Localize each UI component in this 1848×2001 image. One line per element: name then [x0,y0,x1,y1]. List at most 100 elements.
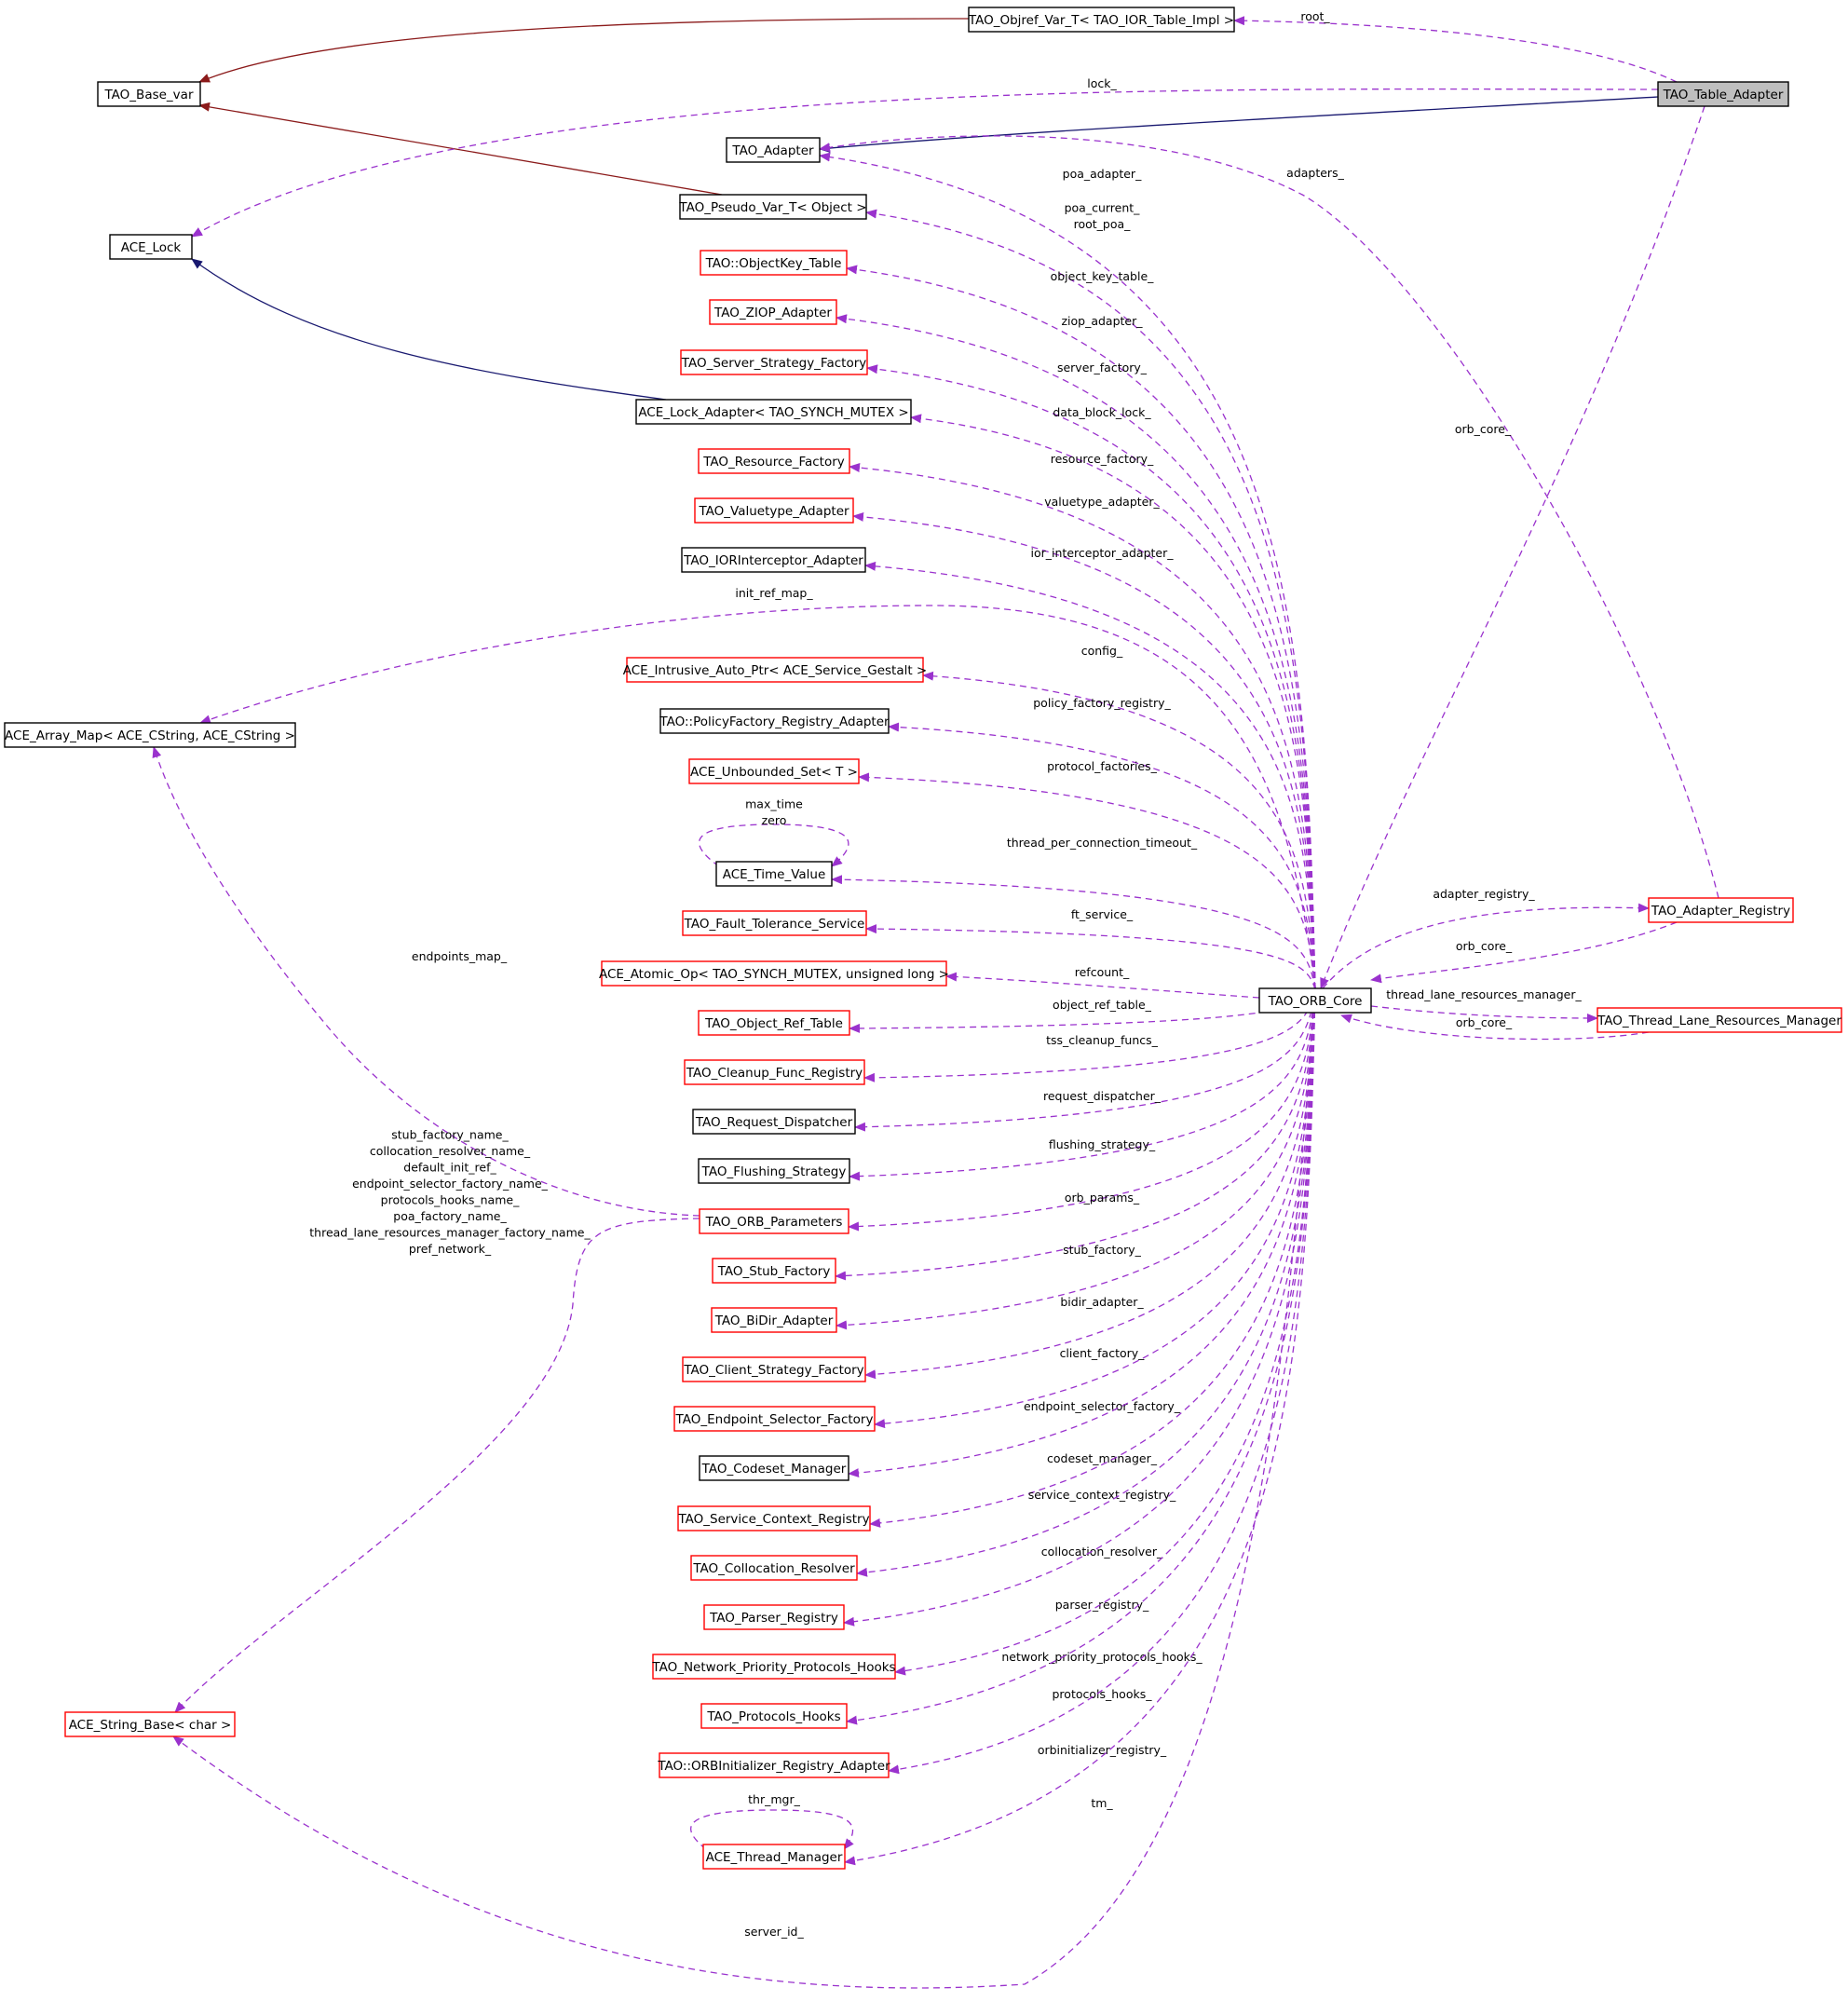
edge-orb-core-to-valuetype-adapter [852,511,1316,990]
edge-orb-core-to-server-strategy-factory [866,364,1316,990]
class-node-objectkey-table[interactable]: TAO::ObjectKey_Table [700,250,848,276]
class-label: TAO_Thread_Lane_Resources_Manager [1597,1014,1841,1028]
class-box [1597,1007,1842,1033]
class-node-service-context-registry[interactable]: TAO_Service_Context_Registry [677,1505,871,1531]
class-label: TAO_ZIOP_Adapter [713,306,832,320]
class-node-policyfactory-registry[interactable]: TAO::PolicyFactory_Registry_Adapter [659,708,890,734]
class-node-intrusive-auto-ptr[interactable]: ACE_Intrusive_Auto_Ptr< ACE_Service_Gest… [623,657,928,683]
edge-label: request_dispatcher_ [1043,1089,1162,1103]
class-node-endpoint-selector-factory[interactable]: TAO_Endpoint_Selector_Factory [673,1406,876,1432]
class-node-orbinitializer-registry[interactable]: TAO::ORBInitializer_Registry_Adapter [657,1752,890,1778]
class-node-ziop-adapter[interactable]: TAO_ZIOP_Adapter [709,299,837,325]
edge-table-adapter-to-objref-var [1233,16,1678,83]
edge-orb-core-to-intrusive-auto-ptr [922,671,1316,990]
edge-orb-core-to-unbounded-set [858,772,1316,990]
class-label: ACE_Lock [121,240,182,255]
edge-label: tm_ [1091,1796,1113,1810]
edge-orb-core-to-atomic-op [945,972,1260,999]
edge-label: network_priority_protocols_hooks_ [1001,1650,1203,1664]
class-node-bidir-adapter[interactable]: TAO_BiDir_Adapter [711,1307,837,1333]
class-box [692,1109,856,1135]
class-label: TAO_Codeset_Manager [701,1462,847,1477]
class-box [601,960,947,987]
class-label: TAO_BiDir_Adapter [714,1314,834,1328]
class-node-protocols-hooks[interactable]: TAO_Protocols_Hooks [700,1703,848,1729]
class-node-adapter[interactable]: TAO_Adapter [726,137,821,163]
class-node-client-strategy-factory[interactable]: TAO_Client_Strategy_Factory [682,1356,866,1382]
class-node-network-priority-hooks[interactable]: TAO_Network_Priority_Protocols_Hooks [651,1654,896,1680]
class-node-array-map[interactable]: ACE_Array_Map< ACE_CString, ACE_CString … [4,722,296,748]
edge-label: client_factory_ [1060,1346,1146,1360]
edges-layer: root_lock_adapters_orb_core_poa_adapter_… [152,9,1719,1989]
class-node-orb-parameters[interactable]: TAO_ORB_Parameters [699,1208,849,1234]
edge-orb-core-to-string-base [172,1012,1314,1989]
class-box [109,234,193,260]
class-node-lock-adapter[interactable]: ACE_Lock_Adapter< TAO_SYNCH_MUTEX > [635,399,912,425]
class-box [677,1505,871,1531]
class-box [659,1752,890,1778]
class-box [659,708,890,734]
class-node-base-var[interactable]: TAO_Base_var [97,81,201,107]
edge-label: lock_ [1087,76,1117,90]
edge-label: config_ [1081,644,1123,658]
class-node-flushing-strategy[interactable]: TAO_Flushing_Strategy [698,1158,850,1184]
edge-label: server_id_ [744,1925,804,1939]
class-node-server-strategy-factory[interactable]: TAO_Server_Strategy_Factory [680,349,868,375]
edge-orb-core-to-protocols-hooks [846,988,1316,1725]
class-node-fault-tolerance[interactable]: TAO_Fault_Tolerance_Service [682,910,867,936]
class-node-stub-factory[interactable]: TAO_Stub_Factory [712,1258,836,1284]
edge-label: protocols_hooks_ [1053,1687,1153,1701]
class-node-orb-core[interactable]: TAO_ORB_Core [1258,987,1372,1014]
edge-label: init_ref_map_ [735,586,813,600]
class-node-object-ref-table[interactable]: TAO_Object_Ref_Table [698,1010,850,1036]
class-node-thread-manager[interactable]: ACE_Thread_Manager [702,1844,846,1870]
class-node-atomic-op[interactable]: ACE_Atomic_Op< TAO_SYNCH_MUTEX, unsigned… [599,960,949,987]
class-node-time-value[interactable]: ACE_Time_Value [715,861,833,887]
class-node-thread-lane-manager[interactable]: TAO_Thread_Lane_Resources_Manager [1597,1007,1842,1033]
class-box [703,1604,845,1630]
class-node-request-dispatcher[interactable]: TAO_Request_Dispatcher [692,1109,856,1135]
class-node-ace-lock[interactable]: ACE_Lock [109,234,193,260]
class-node-pseudo-var[interactable]: TAO_Pseudo_Var_T< Object > [678,194,867,220]
class-box [64,1711,236,1737]
edge-lock-adapter-to-ace-lock [191,258,667,401]
edge-label: stub_factory_name_collocation_resolver_n… [309,1128,591,1257]
edge-orb-core-to-pseudo-var [865,209,1316,990]
class-box [726,137,821,163]
edge-orb-core-to-orb-parameters [848,988,1316,1232]
class-label: TAO_Flushing_Strategy [701,1164,847,1179]
class-node-table-adapter[interactable]: TAO_Table_Adapter [1657,81,1789,107]
class-label: TAO_Table_Adapter [1663,88,1784,102]
class-node-valuetype-adapter[interactable]: TAO_Valuetype_Adapter [694,497,854,524]
class-node-unbounded-set[interactable]: ACE_Unbounded_Set< T > [688,758,860,784]
class-label: TAO_Client_Strategy_Factory [683,1363,863,1378]
class-box [97,81,201,107]
edge-orb-core-to-endpoint-selector-factory [874,988,1316,1429]
class-label: TAO_Service_Context_Registry [677,1512,869,1527]
edge-time-value-to-time-value [699,824,849,867]
class-node-resource-factory[interactable]: TAO_Resource_Factory [698,448,850,474]
class-node-objref-var[interactable]: TAO_Objref_Var_T< TAO_IOR_Table_Impl > [968,7,1235,33]
class-node-collocation-resolver[interactable]: TAO_Collocation_Resolver [690,1555,858,1581]
class-label: TAO_Adapter [731,143,814,158]
class-node-parser-registry[interactable]: TAO_Parser_Registry [703,1604,845,1630]
class-node-adapter-registry[interactable]: TAO_Adapter_Registry [1648,897,1794,923]
class-node-codeset-manager[interactable]: TAO_Codeset_Manager [699,1455,849,1481]
edge-label: object_ref_table_ [1053,998,1152,1012]
edge-label: refcount_ [1075,965,1130,979]
class-label: TAO_Pseudo_Var_T< Object > [678,200,866,215]
class-node-cleanup-func-registry[interactable]: TAO_Cleanup_Func_Registry [684,1059,865,1085]
edge-table-adapter-to-adapter [819,96,1659,153]
edge-table-adapter-to-ace-lock [191,88,1659,238]
edge-label: flushing_strategy_ [1049,1137,1156,1151]
edge-orb-core-to-orbinitializer-registry [888,988,1316,1775]
class-label: TAO_Request_Dispatcher [695,1115,853,1130]
class-node-string-base[interactable]: ACE_String_Base< char > [64,1711,236,1737]
class-node-iorinterceptor-adapter[interactable]: TAO_IORInterceptor_Adapter [681,547,866,573]
class-label: TAO::PolicyFactory_Registry_Adapter [659,715,890,729]
class-box [688,758,860,784]
class-label: TAO_Network_Priority_Protocols_Hooks [651,1660,895,1675]
edge-orb-core-to-parser-registry [843,988,1316,1627]
class-label: ACE_Atomic_Op< TAO_SYNCH_MUTEX, unsigned… [599,967,949,982]
